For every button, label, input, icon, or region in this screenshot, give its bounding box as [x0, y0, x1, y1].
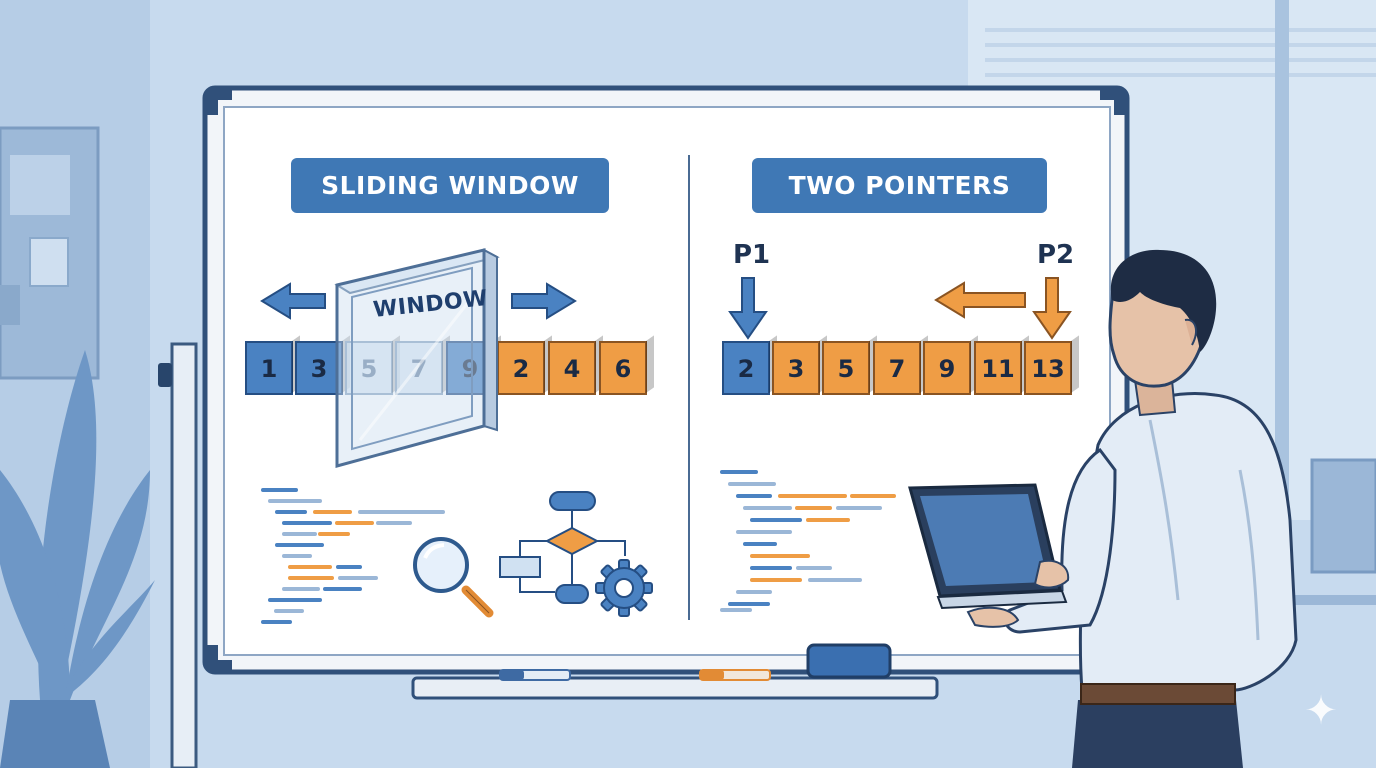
- pointer-p1-label: P1: [733, 240, 771, 270]
- whiteboard-stand: [158, 342, 198, 768]
- array-cell: 2: [497, 341, 545, 395]
- laptop-icon: [908, 483, 1068, 610]
- cork-board: [0, 126, 100, 380]
- desk-monitor: [1290, 458, 1376, 605]
- array-cell: 4: [548, 341, 596, 395]
- array-cell: 6: [599, 341, 647, 395]
- code-lines-icon: [720, 470, 896, 612]
- array-cell: 11: [974, 341, 1022, 395]
- array-cell: 9: [923, 341, 971, 395]
- array-cell: 1: [245, 341, 293, 395]
- flowchart-icon: [499, 491, 626, 604]
- plant-icon: [0, 350, 155, 768]
- right-arrow-icon: [511, 282, 577, 320]
- array-cell: 3: [295, 341, 343, 395]
- down-arrow-icon: [1032, 277, 1072, 340]
- trousers: [1072, 700, 1243, 768]
- array-cell: 5: [822, 341, 870, 395]
- array-cell: 7: [873, 341, 921, 395]
- two-pointers-title: TWO POINTERS PATTERN: [752, 158, 1047, 255]
- array-cell: 13: [1024, 341, 1072, 395]
- array-cell: 2: [722, 341, 770, 395]
- left-arrow-icon: [934, 281, 1026, 319]
- sparkle-icon: ✦: [1304, 688, 1338, 734]
- gear-icon: [595, 559, 653, 617]
- array-cell: 3: [772, 341, 820, 395]
- code-lines-icon: [261, 488, 445, 624]
- head: [1108, 249, 1217, 388]
- down-arrow-icon: [728, 277, 768, 340]
- magnifier-icon: [413, 537, 494, 618]
- pointer-p2-label: P2: [1037, 240, 1075, 270]
- belt: [1080, 683, 1236, 705]
- left-arrow-icon: [260, 282, 326, 320]
